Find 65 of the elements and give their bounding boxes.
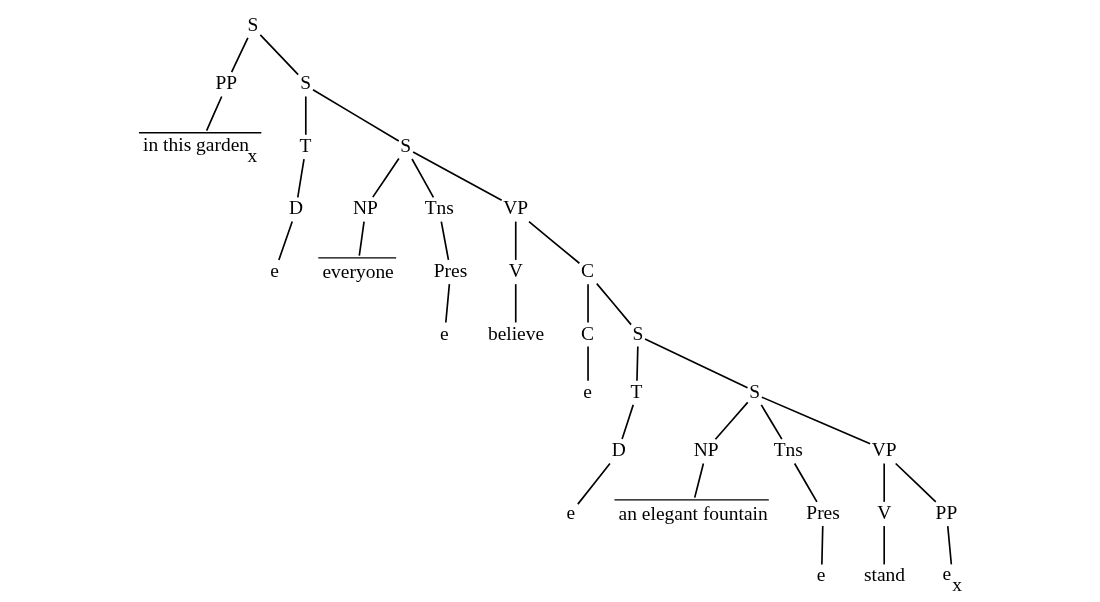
node-text: D — [611, 439, 626, 461]
node-text: Pres — [433, 259, 467, 281]
connector — [586, 283, 589, 324]
connector — [371, 157, 400, 198]
connector — [882, 462, 885, 503]
connector — [230, 37, 249, 73]
node-text: S — [299, 72, 311, 94]
node-text: S — [246, 13, 258, 35]
connector — [410, 158, 434, 199]
connector — [258, 34, 299, 76]
node-text: V — [876, 501, 891, 523]
node-text: T — [299, 134, 311, 156]
connector — [311, 88, 400, 142]
node-text: Tns — [773, 439, 803, 461]
node-text: S — [399, 134, 411, 156]
node-text: VP — [502, 197, 528, 219]
connector — [595, 282, 632, 326]
connector — [643, 338, 748, 389]
connector — [882, 525, 885, 566]
connector — [411, 151, 502, 201]
connector — [693, 462, 704, 499]
node-text: NP — [352, 197, 378, 219]
connector — [576, 462, 611, 505]
node-text: D — [288, 197, 303, 219]
node-text: C — [580, 259, 594, 281]
connector — [514, 220, 517, 261]
connector — [304, 95, 307, 136]
node-text: S — [632, 322, 643, 344]
connector — [620, 404, 634, 440]
node-text: PP — [935, 501, 957, 523]
node-text: S — [748, 380, 760, 402]
connector — [586, 345, 589, 382]
node-text: C — [580, 322, 594, 344]
connector — [444, 283, 450, 324]
connector — [357, 220, 365, 257]
node-text: V — [508, 259, 523, 281]
node-text: NP — [693, 439, 719, 461]
connector — [760, 396, 871, 445]
node-text: believe — [487, 322, 544, 344]
node-text: PP — [214, 72, 237, 94]
node-text: e — [816, 564, 825, 586]
connector — [946, 525, 952, 566]
node-text: stand — [863, 564, 905, 586]
node-text: Pres — [805, 501, 840, 523]
node-text: e — [269, 259, 279, 281]
connector — [760, 404, 783, 440]
connector — [527, 220, 580, 265]
connector — [894, 462, 937, 503]
node-text: e — [582, 380, 592, 402]
node-text: VP — [871, 439, 897, 461]
connector — [514, 283, 517, 324]
connector — [820, 525, 824, 566]
node-text: an elegant fountain — [618, 502, 768, 524]
connector — [635, 345, 639, 382]
connector — [793, 462, 818, 503]
node-text: T — [629, 380, 642, 402]
node-text: everyone — [321, 260, 394, 282]
node-text: e — [439, 322, 449, 344]
connector — [205, 95, 223, 132]
node-text: e — [565, 501, 575, 523]
connector — [296, 158, 305, 199]
node-text: Tns — [424, 197, 454, 219]
connector — [277, 220, 293, 261]
connector — [714, 401, 749, 441]
connector — [439, 220, 449, 261]
